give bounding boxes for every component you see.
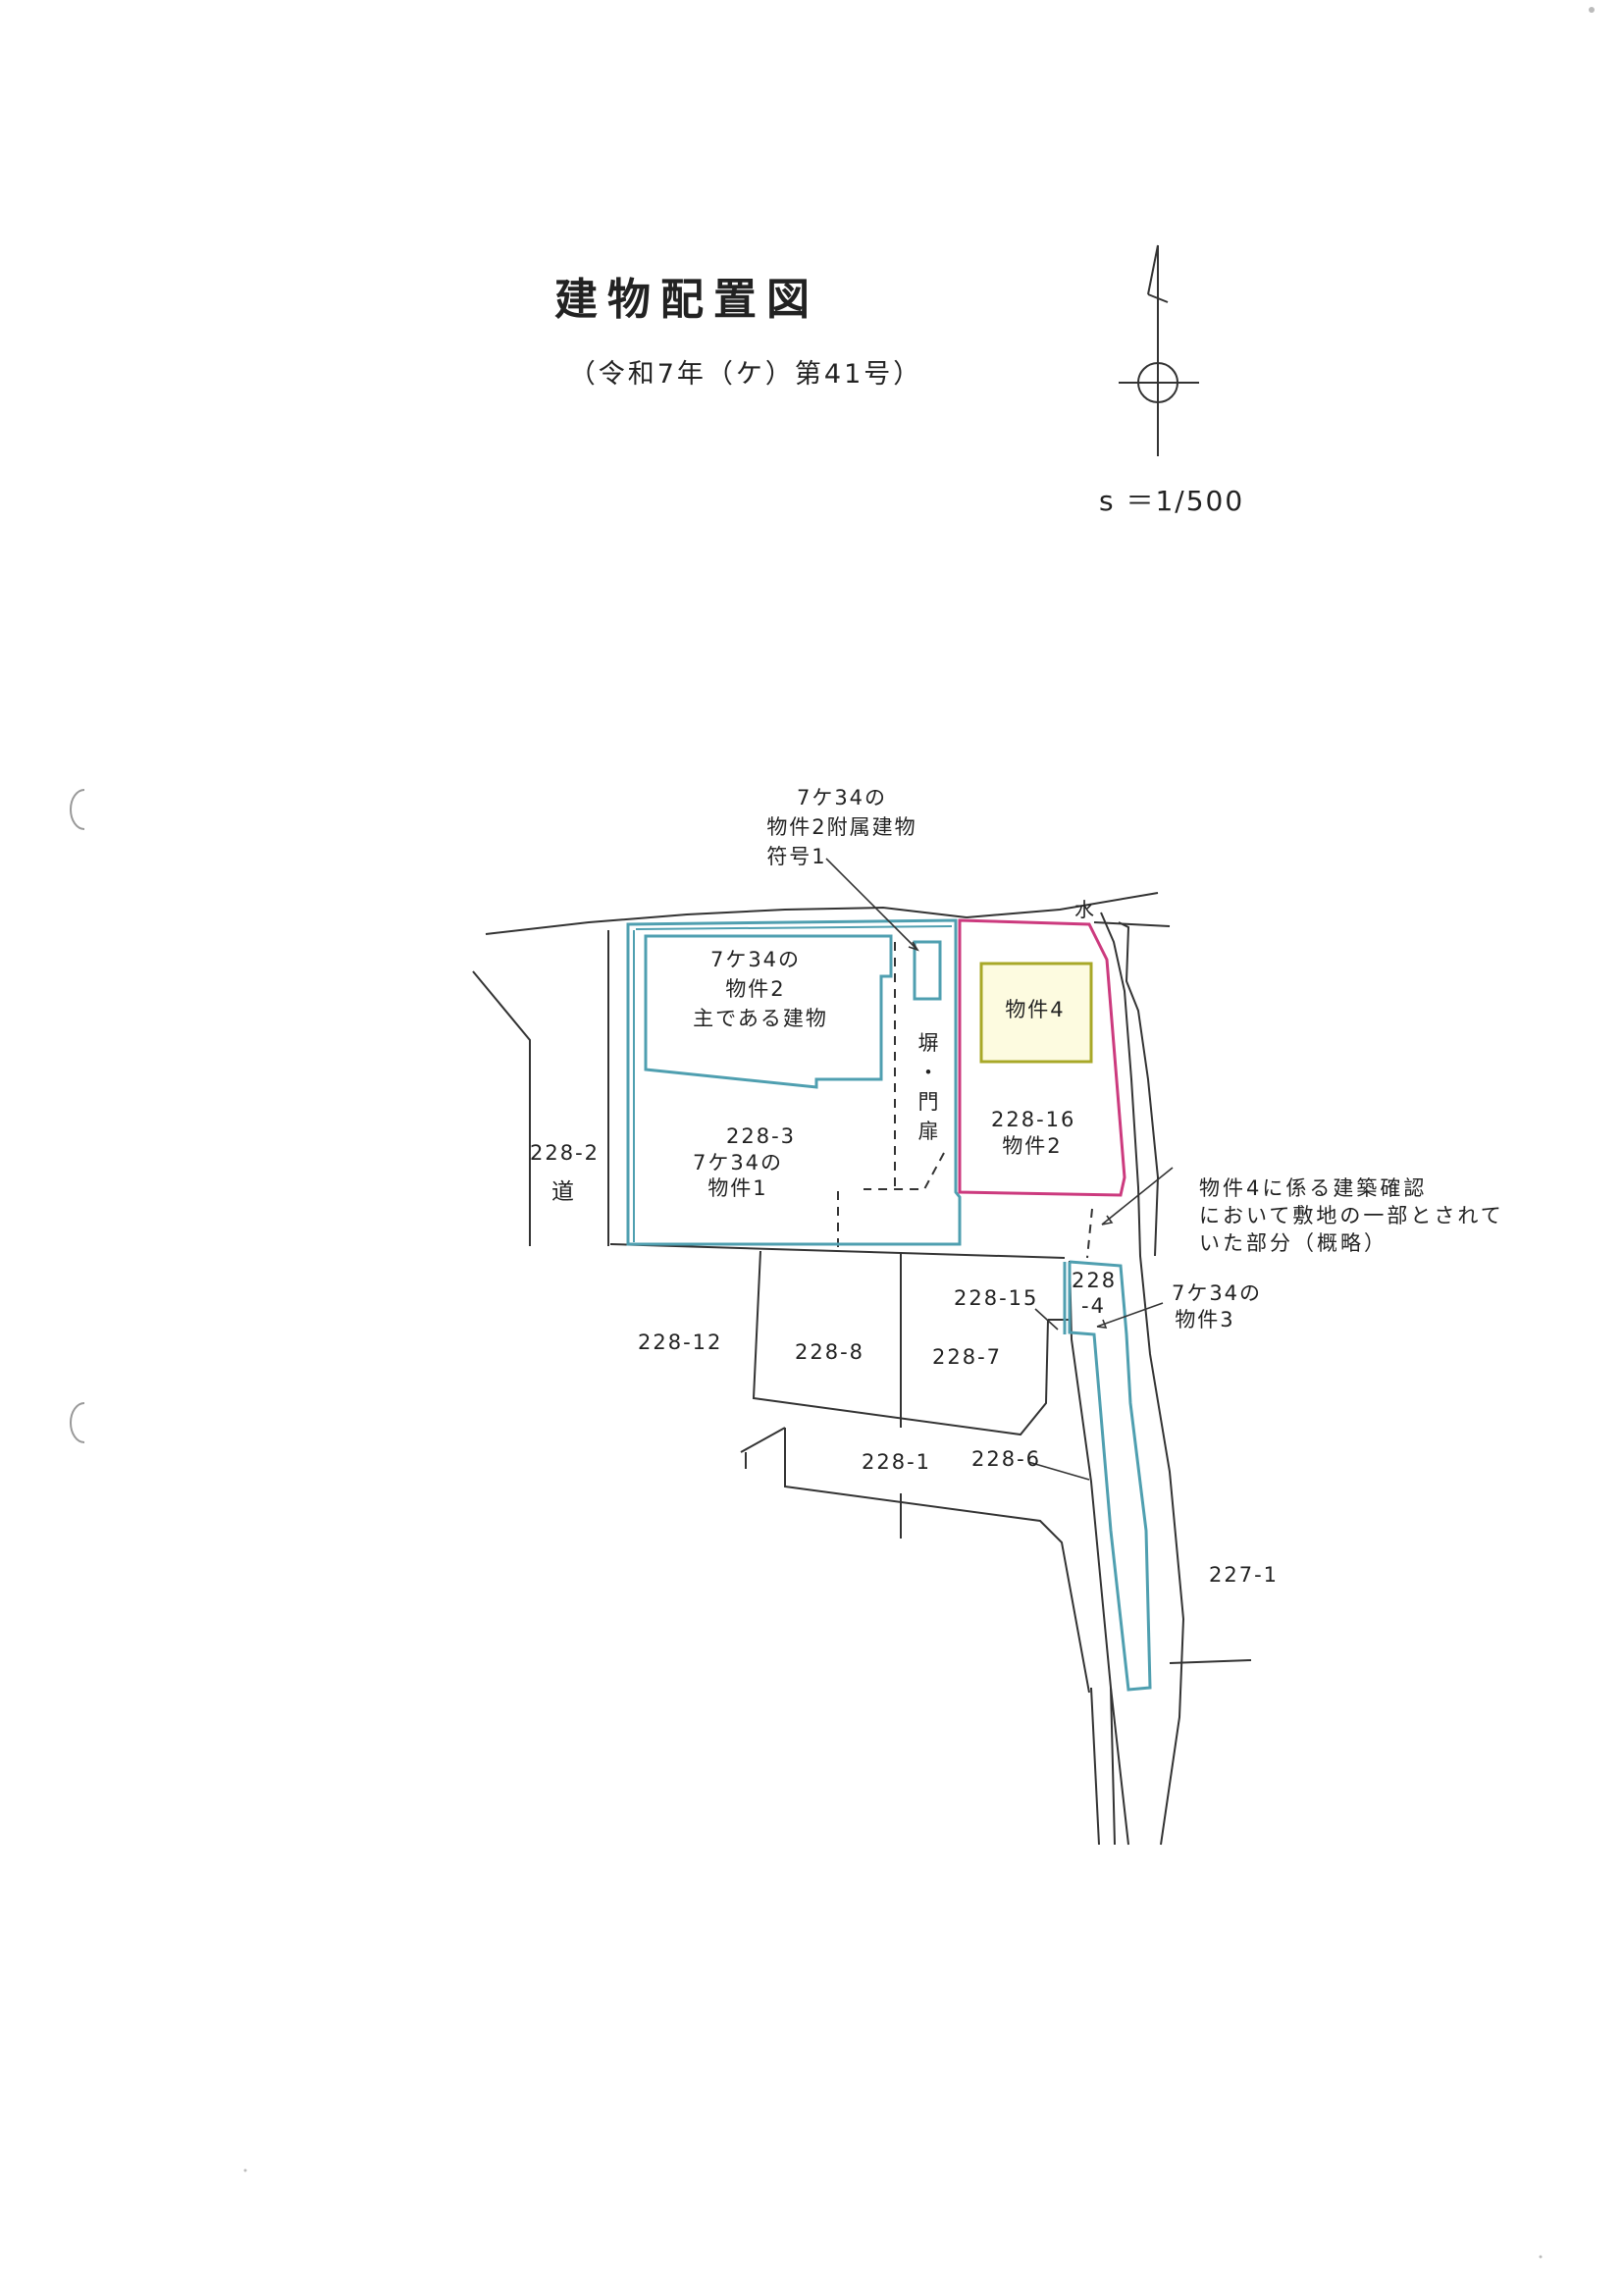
annex-label-line3: 符号1: [766, 845, 826, 868]
site-note-line2: において敷地の一部とされて: [1199, 1204, 1504, 1227]
case-number: （令和7年（ケ）第41号）: [569, 359, 923, 390]
page-title: 建物配置図: [554, 275, 819, 325]
parcel-228-16: 228-16: [991, 1108, 1075, 1131]
main-building-label-line3: 主である建物: [693, 1007, 828, 1030]
property4-building: [979, 962, 1093, 1064]
main-building-label-line2: 物件2: [725, 977, 785, 1001]
punch-hole-mark: [70, 1402, 85, 1443]
parcel-228-4-suffix: -4: [1081, 1294, 1106, 1318]
parcel-228-7: 228-7: [932, 1345, 1002, 1369]
scan-artifacts: [243, 7, 1595, 2259]
fence-gate-label-4: 扉: [918, 1120, 941, 1143]
parcel-228-6: 228-6: [971, 1447, 1041, 1471]
property1-label-line2: 物件1: [707, 1176, 767, 1200]
property1-label-line1: 7ケ34の: [693, 1151, 783, 1174]
scale-label: s ＝1/500: [1099, 485, 1244, 517]
water-label: 水: [1074, 898, 1096, 921]
parcel-228-12: 228-12: [638, 1331, 722, 1354]
parcel-227-1: 227-1: [1209, 1563, 1279, 1587]
site-note-line1: 物件4に係る建築確認: [1199, 1176, 1427, 1200]
parcel-228-15: 228-15: [954, 1286, 1038, 1310]
parcel-228-1: 228-1: [862, 1450, 931, 1474]
road-label: 道: [551, 1179, 576, 1205]
annex-label-line2: 物件2附属建物: [766, 815, 916, 839]
parcel-228-4: 228: [1072, 1269, 1117, 1292]
leader-lines: [825, 858, 1174, 1481]
punch-hole-mark: [70, 789, 85, 830]
main-building-label-line1: 7ケ34の: [710, 948, 801, 971]
parcel-228-8: 228-8: [795, 1340, 864, 1364]
property3-label-line2: 物件3: [1175, 1308, 1234, 1331]
property4-land-outline: [958, 918, 1126, 1197]
parcel-boundaries: [472, 892, 1252, 1846]
property3-label-line1: 7ケ34の: [1172, 1281, 1262, 1305]
property4-label: 物件4: [1005, 998, 1065, 1021]
annex-label-line1: 7ケ34の: [797, 786, 887, 809]
property2-land-label: 物件2: [1002, 1134, 1062, 1158]
site-note-line3: いた部分（概略）: [1199, 1231, 1387, 1255]
fence-gate-label-3: 門: [918, 1090, 941, 1114]
north-arrow-icon: [1119, 244, 1199, 456]
fence-gate-label-2: ・: [918, 1061, 941, 1084]
property-outlines: [626, 918, 1152, 1692]
parcel-228-2: 228-2: [530, 1141, 600, 1165]
parcel-228-3: 228-3: [726, 1124, 796, 1148]
fence-gate-label-1: 塀: [918, 1031, 941, 1055]
